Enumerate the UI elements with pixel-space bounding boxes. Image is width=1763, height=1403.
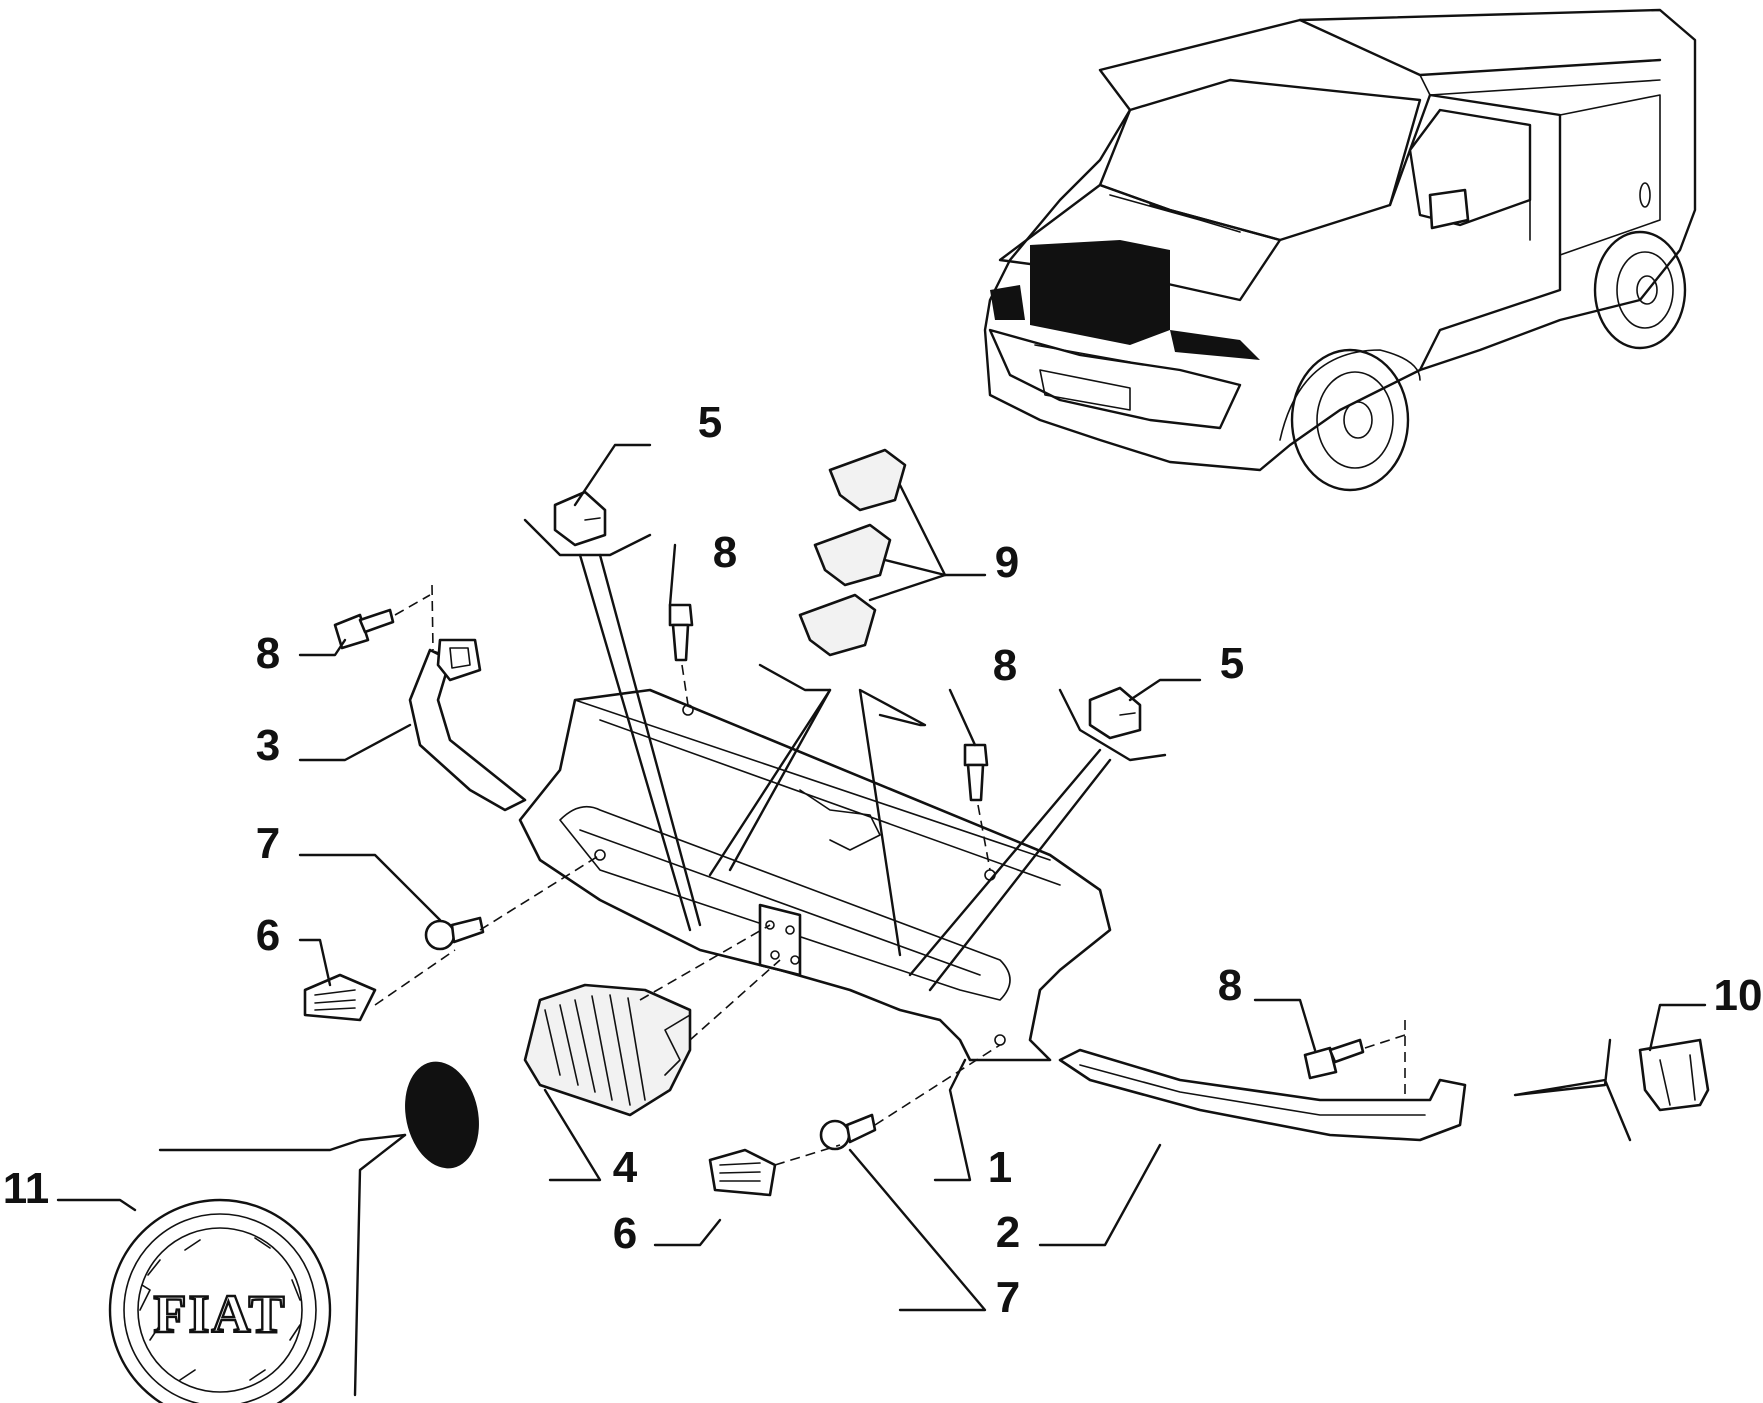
fiat-logo-text: FIAT bbox=[153, 1284, 286, 1344]
callout-7-bottom: 7 bbox=[996, 1273, 1020, 1322]
callout-8-right: 8 bbox=[1218, 961, 1242, 1010]
screw-part-8-right bbox=[1303, 1038, 1365, 1080]
assembly-lines bbox=[374, 584, 1406, 1166]
trim-strip-right-part-2 bbox=[1058, 1048, 1467, 1142]
callout-1: 1 bbox=[988, 1143, 1012, 1192]
pad-part-9-bottom bbox=[798, 593, 877, 657]
badge-back-oval bbox=[405, 1061, 479, 1169]
callout-11: 11 bbox=[3, 1164, 50, 1213]
clip-part-10 bbox=[1638, 1038, 1710, 1112]
callout-6-left: 6 bbox=[256, 911, 280, 960]
clip-part-5-right bbox=[1088, 686, 1142, 740]
callout-8-middle: 8 bbox=[993, 641, 1017, 690]
callout-5-top-left: 5 bbox=[698, 398, 722, 447]
clip-part-5-left bbox=[553, 490, 607, 547]
callout-9: 9 bbox=[995, 538, 1019, 587]
leader-lines bbox=[56, 443, 1707, 1397]
trim-strip-left-part-3 bbox=[408, 638, 527, 812]
fiat-emblem-part-11: FIAT bbox=[108, 1198, 332, 1403]
grille-panel-part-1 bbox=[518, 688, 1112, 1062]
screw-part-8-top bbox=[668, 603, 694, 662]
screw-part-8-mid bbox=[963, 743, 989, 802]
callout-3: 3 bbox=[256, 721, 280, 770]
cover-part-6-right bbox=[708, 1148, 777, 1197]
callout-8-top: 8 bbox=[713, 528, 737, 577]
air-intake-grille-part-4 bbox=[523, 983, 692, 1117]
screw-part-7-left bbox=[424, 916, 485, 951]
callout-4: 4 bbox=[613, 1143, 638, 1192]
callout-8-left: 8 bbox=[256, 629, 280, 678]
callout-5-right: 5 bbox=[1220, 639, 1244, 688]
callout-10: 10 bbox=[1714, 971, 1763, 1020]
pad-part-9-middle bbox=[813, 523, 892, 587]
callout-labels: 5 5 8 8 8 8 9 3 7 6 4 1 2 6 7 10 11 bbox=[3, 398, 1763, 1322]
callout-2: 2 bbox=[996, 1208, 1020, 1257]
callout-7-left: 7 bbox=[256, 819, 280, 868]
van-illustration bbox=[983, 8, 1697, 492]
screw-part-8-left bbox=[333, 608, 395, 650]
screw-part-7-bottom bbox=[819, 1113, 877, 1151]
pad-part-9-top bbox=[828, 448, 907, 512]
cover-part-6-left bbox=[303, 973, 377, 1022]
callout-6-bottom: 6 bbox=[613, 1209, 637, 1258]
